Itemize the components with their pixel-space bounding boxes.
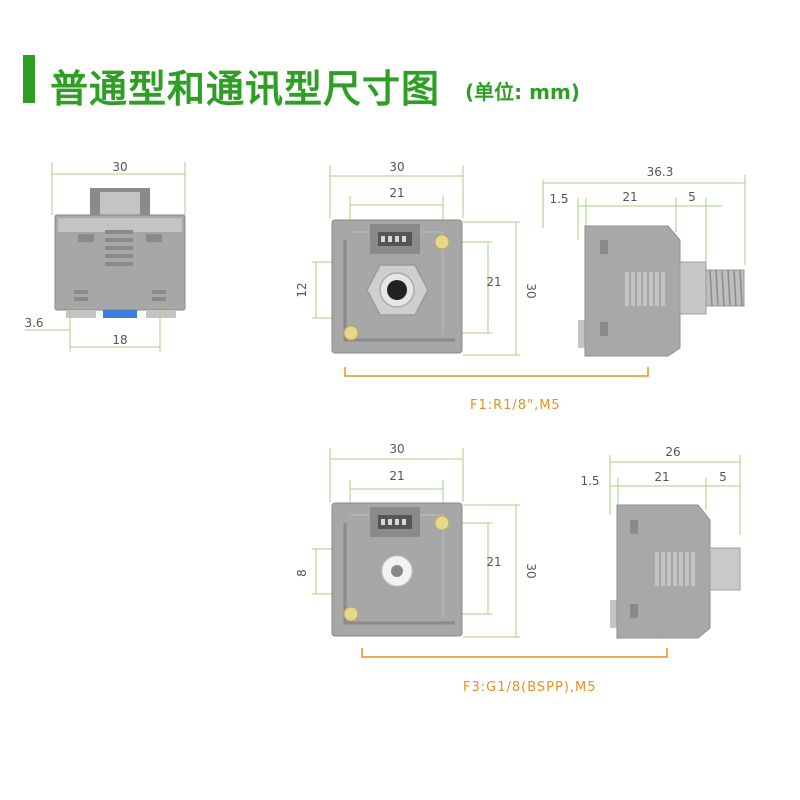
top-view-blue-tab: [103, 310, 137, 318]
f1-front-screw-bottom: [343, 325, 359, 341]
top-view-ribs: [105, 230, 133, 266]
f3-side-ribbed-panel: [655, 552, 695, 586]
f1-caption: F1:R1/8",M5: [470, 398, 561, 413]
f3-side-fitting: [709, 547, 741, 591]
f3-side-flange-label: 1.5: [580, 474, 599, 488]
f3-caption: F3:G1/8(BSPP),M5: [463, 680, 597, 695]
f1-front-inner-height-label: 21: [486, 275, 501, 289]
unit-label: (单位: mm): [465, 80, 580, 104]
f3-side-view: 26 1.5 21 5: [580, 445, 741, 639]
f3-front-screw-bottom: [343, 606, 359, 622]
f1-front-height-label: 30: [524, 283, 538, 298]
f1-front-width-label: 30: [389, 160, 404, 174]
f1-front-inner-width-label: 21: [389, 186, 404, 200]
f1-front-screw-top: [434, 234, 450, 250]
f3-front-inner-height-label: 21: [486, 555, 501, 569]
f1-bracket: [344, 367, 649, 377]
f1-side-total-label: 36.3: [647, 165, 674, 179]
f1-front-view: 30 21 30 21 12: [295, 160, 538, 356]
f3-side-thread-label: 5: [719, 470, 727, 484]
f1-side-body-label: 21: [622, 190, 637, 204]
f1-side-view: 36.3 1.5 21 5: [542, 165, 746, 357]
f1-side-thread-label: 5: [688, 190, 696, 204]
top-view: 30 3.6 18: [24, 160, 186, 352]
top-view-width-dim: [51, 162, 186, 215]
top-view-offset-dim: [25, 310, 161, 352]
top-view-spacing-label: 18: [112, 333, 127, 347]
f1-side-fitting-nut: [679, 261, 707, 315]
f1-front-port-height-label: 12: [295, 282, 309, 297]
page-title: 普通型和通讯型尺寸图: [50, 67, 441, 111]
f3-front-inner-width-label: 21: [389, 469, 404, 483]
f1-side-flange-label: 1.5: [549, 192, 568, 206]
top-view-offset-label: 3.6: [24, 316, 43, 330]
f1-side-ribbed-panel: [625, 272, 665, 306]
f3-front-port-height-label: 8: [295, 569, 309, 577]
f1-front-port-hole: [387, 280, 407, 300]
top-view-width-label: 30: [112, 160, 127, 174]
f3-side-body-label: 21: [654, 470, 669, 484]
f3-front-port-hole: [391, 565, 403, 577]
f3-front-height-label: 30: [524, 563, 538, 578]
f3-front-screw-top: [434, 515, 450, 531]
title-accent-bar: [23, 55, 35, 103]
f3-bracket: [361, 648, 668, 658]
f3-front-width-label: 30: [389, 442, 404, 456]
f3-side-total-label: 26: [665, 445, 680, 459]
f3-front-view: 30 21 30 21 8: [295, 442, 538, 638]
